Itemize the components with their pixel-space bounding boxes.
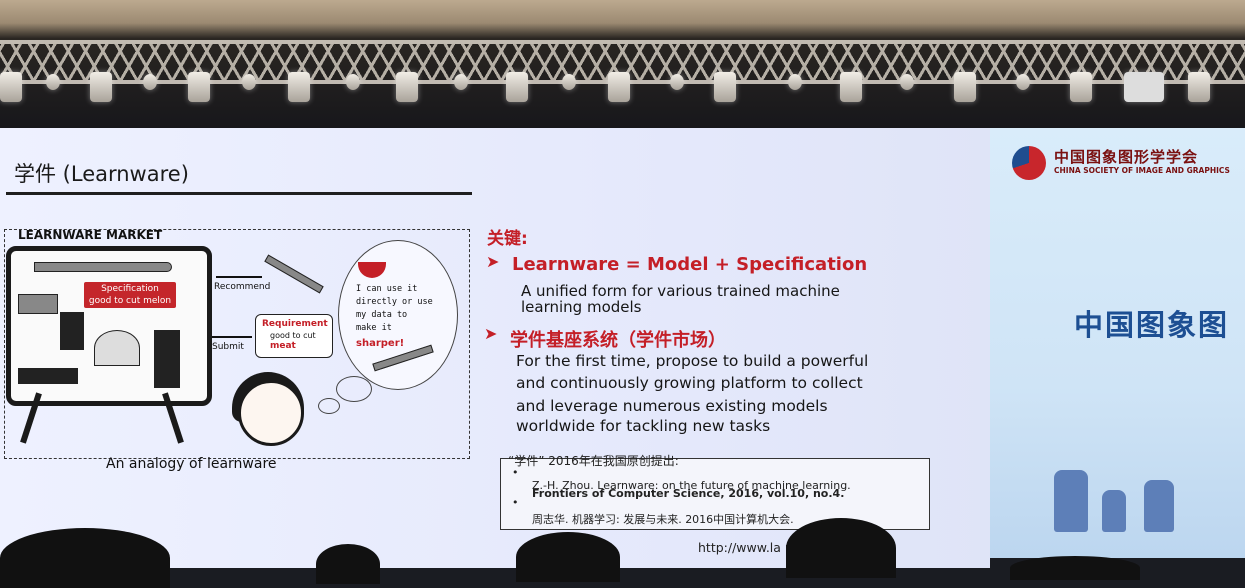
submit-label: Submit (212, 342, 244, 352)
pagoda-icon (1102, 490, 1126, 532)
point1-body: A unified form for various trained machi… (521, 282, 840, 300)
slide-title: 学件 (Learnware) (14, 162, 189, 186)
learnware-market-figure (4, 229, 470, 459)
spec-title: Specification (101, 284, 159, 294)
point2-body: worldwide for tackling new tasks (516, 417, 771, 435)
tag-icon (60, 312, 84, 350)
stage-light (0, 72, 22, 102)
thought-dot (318, 398, 340, 414)
bullet-icon: • (512, 466, 519, 479)
point2-body: and leverage numerous existing models (516, 397, 828, 415)
point2-body: For the first time, propose to build a p… (516, 352, 869, 370)
stage-light (188, 72, 210, 102)
thought-line: sharper! (356, 338, 405, 349)
reference-heading: “学件” 2016年在我国原创提出: (508, 454, 679, 468)
requirement-text: good to cut (270, 331, 316, 340)
bullet-icon: • (512, 496, 519, 509)
point2-body: and continuously growing platform to col… (516, 374, 863, 392)
knife-icon (34, 262, 172, 272)
tag-icon (154, 330, 180, 388)
recommend-label: Recommend (214, 282, 271, 292)
org-name-cn: 中国图象图形学学会 (1054, 148, 1199, 166)
reference-1-journal: Frontiers of Computer Science, 2016, vol… (532, 487, 845, 500)
stage-light (143, 74, 157, 90)
stage-light (506, 72, 528, 102)
reference-1: Z.-H. Zhou. Learnware: on the future of … (532, 479, 851, 492)
title-underline (6, 192, 472, 195)
submit-arrow-icon (212, 336, 252, 338)
thought-line: directly or use (356, 297, 433, 307)
hammer-icon (18, 294, 58, 314)
stage-light (454, 74, 468, 90)
stage-light (288, 72, 310, 102)
person-icon (238, 380, 304, 446)
society-logo-icon (1012, 146, 1046, 180)
point1-title: Learnware = Model + Specification (512, 254, 868, 275)
sidebar-big-text: 中国图象图 (1074, 308, 1230, 342)
audience-head (1010, 556, 1140, 580)
arrow-bullet-icon: ➤ (486, 252, 500, 271)
saw-icon (94, 330, 140, 366)
stage-light (1016, 74, 1030, 90)
stage-light (900, 74, 914, 90)
specification-tag: Specification good to cut melon (84, 282, 176, 308)
stage-light (1188, 72, 1210, 102)
stage-light (840, 72, 862, 102)
stage-light (396, 72, 418, 102)
stage-light (90, 72, 112, 102)
market-label: LEARNWARE MARKET (18, 228, 163, 242)
requirement-title: Requirement (262, 319, 328, 329)
stage-light (346, 74, 360, 90)
stage-light (46, 74, 60, 90)
thought-line: make it (356, 323, 392, 333)
stage-light (242, 74, 256, 90)
arrow-bullet-icon: ➤ (484, 324, 498, 343)
stage-light (954, 72, 976, 102)
stage-light (562, 74, 576, 90)
key-heading: 关键: (487, 229, 528, 249)
requirement-card (255, 314, 333, 358)
stage-light (714, 72, 736, 102)
audience-head (316, 544, 380, 584)
stage-light (788, 74, 802, 90)
point1-body: learning models (521, 298, 642, 316)
requirement-meat: meat (270, 341, 296, 351)
figure-caption: An analogy of learnware (106, 456, 277, 472)
melon-icon (358, 262, 386, 278)
thought-line: my data to (356, 310, 408, 320)
handle-icon (18, 368, 78, 384)
org-name-en: CHINA SOCIETY OF IMAGE AND GRAPHICS (1054, 166, 1230, 175)
stage-light (608, 72, 630, 102)
point2-title: 学件基座系统（学件市场） (510, 330, 726, 351)
audience-head (516, 532, 620, 582)
pagoda-icon (1054, 470, 1088, 532)
thought-line: I can use it (356, 284, 418, 294)
sidebar-panel (990, 128, 1245, 558)
audience-head (0, 528, 170, 588)
reference-box (500, 458, 930, 530)
reference-2: 周志华. 机器学习: 发展与未来. 2016中国计算机大会. (532, 513, 794, 526)
thought-dot (336, 376, 372, 402)
recommend-arrow-icon (216, 276, 262, 278)
spec-text: good to cut melon (88, 296, 172, 306)
stage-light (1070, 72, 1092, 102)
stage-light (670, 74, 684, 90)
projector (1124, 72, 1164, 102)
audience-head (786, 518, 896, 578)
pagoda-icon (1144, 480, 1174, 532)
